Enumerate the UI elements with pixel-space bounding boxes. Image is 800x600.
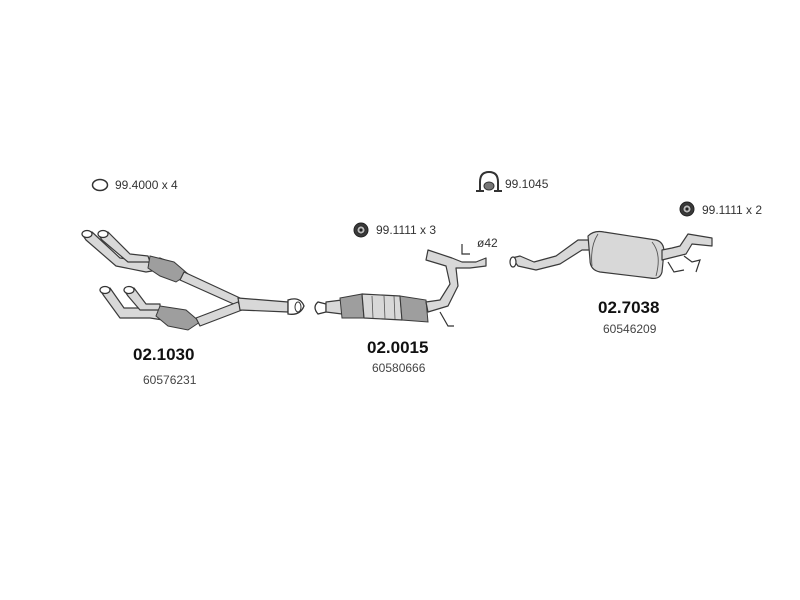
part-number-02-0015: 02.0015 bbox=[367, 338, 429, 357]
part-number-02-1030: 02.1030 bbox=[133, 345, 195, 364]
oem-number-60580666: 60580666 bbox=[372, 361, 426, 375]
rubber-mount-icon bbox=[353, 222, 369, 238]
catalytic-converter-drawing bbox=[314, 244, 487, 327]
gasket-reference-label: 99.4000 x 4 bbox=[115, 178, 178, 192]
part-number-02-7038: 02.7038 bbox=[598, 298, 660, 317]
oem-number-60546209: 60546209 bbox=[603, 322, 657, 336]
front-pipe-drawing bbox=[81, 229, 305, 331]
rear-silencer-drawing bbox=[509, 230, 713, 279]
mount-reference-label-x3: 99.1111 x 3 bbox=[376, 223, 437, 237]
u-clamp-icon bbox=[476, 170, 502, 192]
mount-reference-label-x2: 99.1111 x 2 bbox=[702, 203, 763, 217]
pipe-diameter-label: ø42 bbox=[477, 236, 498, 250]
gasket-ring-icon bbox=[91, 178, 109, 192]
rubber-mount-icon bbox=[679, 201, 695, 217]
clamp-reference-label: 99.1045 bbox=[505, 177, 549, 191]
oem-number-60576231: 60576231 bbox=[143, 373, 197, 387]
